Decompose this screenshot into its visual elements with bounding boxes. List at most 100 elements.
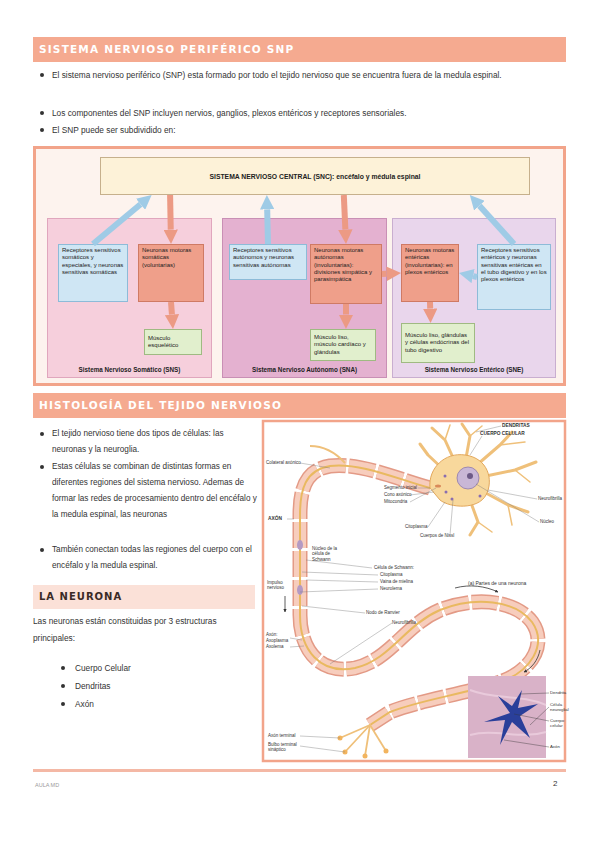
part-label: Mitocondria bbox=[384, 499, 424, 504]
dendrite bbox=[486, 462, 536, 476]
section-header: HISTOLOGÍA DEL TEJIDO NERVIOSO bbox=[33, 393, 566, 418]
leader-line bbox=[300, 746, 345, 752]
body-text: Las neuronas están constituidas por 3 es… bbox=[33, 613, 258, 647]
cns-box: SISTEMA NERVIOSO CENTRAL (SNC): encéfalo… bbox=[100, 157, 530, 195]
part-label: Bulbo terminal sináptico bbox=[268, 742, 302, 753]
node-text: HISTOLOGÍA DEL TEJIDO NERVIOSO bbox=[33, 393, 566, 418]
bullet-dot bbox=[61, 684, 65, 688]
effector-box: Músculo liso, glándulas y células endócr… bbox=[401, 323, 475, 363]
schwann-nucleus bbox=[297, 540, 303, 550]
dendrite bbox=[478, 432, 512, 464]
section-header: SISTEMA NERVIOSO PERIFÉRICO SNP bbox=[33, 37, 566, 62]
part-label: Axón terminal bbox=[268, 733, 318, 738]
bullet-dot bbox=[40, 128, 44, 132]
nucleolus bbox=[467, 473, 473, 479]
bullet-text: También conectan todas las regiones del … bbox=[52, 542, 257, 574]
dendrite bbox=[445, 425, 450, 440]
bullet-text: Estas células se combinan de distintas f… bbox=[52, 459, 257, 523]
leader-line bbox=[300, 736, 340, 738]
footer-rule bbox=[33, 769, 566, 772]
leader-line bbox=[300, 589, 378, 592]
cell-body bbox=[430, 455, 490, 507]
bullet-dot bbox=[61, 666, 65, 670]
terminal-group bbox=[340, 725, 386, 756]
part-label: Citoplasma bbox=[380, 572, 425, 577]
node-text: LA NEURONA bbox=[33, 585, 255, 609]
part-label: Cuerpos de Nissl bbox=[420, 533, 465, 538]
bullet-text: El SNP puede ser subdividido en: bbox=[52, 122, 557, 139]
leader-line bbox=[504, 740, 549, 747]
motor-box: Neuronas motoras autónomas (involuntaria… bbox=[310, 244, 382, 304]
division-panel: Sistema Nervioso Somático (SNS) Receptore… bbox=[47, 218, 212, 378]
part-label: AXÓN bbox=[268, 516, 293, 522]
part-label: Núcleo de la célula de Schwann bbox=[312, 546, 346, 562]
sensory-box: Receptores sensitivos somáticos y especi… bbox=[58, 244, 128, 302]
bullet-text: Los componentes del SNP incluyen nervios… bbox=[52, 105, 557, 122]
dendrite bbox=[478, 522, 492, 532]
part-label: Cuerpo celular bbox=[550, 718, 574, 728]
node-text: Receptores sensitivos entéricos y neuron… bbox=[481, 247, 547, 284]
figure-frame bbox=[263, 421, 565, 761]
schwann-nucleus bbox=[297, 585, 303, 595]
list-item: Axón bbox=[75, 696, 225, 713]
list-item: Dendritas bbox=[75, 678, 225, 695]
nissl-body bbox=[445, 491, 448, 494]
axon-terminal bbox=[370, 725, 386, 751]
effector-box: Músculo liso, músculo cardíaco y glándul… bbox=[310, 329, 376, 361]
micrograph-leaders bbox=[504, 693, 549, 747]
leader-line bbox=[290, 646, 304, 647]
part-label: Dendrita bbox=[550, 690, 574, 695]
leader-line bbox=[302, 572, 378, 575]
panel-title: Sistema Nervioso Autónomo (SNA) bbox=[223, 366, 386, 373]
motor-box: Neuronas motoras entéricas (involuntaria… bbox=[401, 244, 459, 302]
bullet-dot bbox=[40, 73, 44, 77]
panel-title: Sistema Nervioso Entérico (SNE) bbox=[393, 366, 555, 373]
leader-line bbox=[410, 488, 436, 502]
part-label: Axón: bbox=[266, 632, 292, 637]
axon-terminal bbox=[365, 725, 370, 756]
part-label: Núcleo bbox=[540, 519, 564, 524]
bullet-text: El sistema nervioso periférico (SNP) est… bbox=[52, 67, 557, 84]
division-panel: Sistema Nervioso Entérico (SNE) Neuronas … bbox=[392, 218, 556, 378]
node-text: Neuronas motoras autónomas (involuntaria… bbox=[314, 247, 378, 284]
bullet-dot bbox=[40, 432, 44, 436]
panel-title: Sistema Nervioso Somático (SNS) bbox=[48, 366, 211, 373]
bullet-dot bbox=[61, 702, 65, 706]
bullet-dot bbox=[40, 465, 44, 469]
part-label: Segmento inicial bbox=[384, 485, 424, 490]
division-panel: Sistema Nervioso Autónomo (SNA) Receptore… bbox=[222, 218, 387, 378]
mitochondrion bbox=[435, 485, 441, 488]
node-text: Receptores sensitivos somáticos y especi… bbox=[62, 247, 124, 276]
leader-line bbox=[410, 492, 434, 495]
part-label: Citoplasma bbox=[405, 524, 445, 529]
synaptic-bulb bbox=[384, 749, 389, 754]
part-label: Nodo de Ranvier bbox=[366, 610, 411, 615]
list-item: Cuerpo Celular bbox=[75, 660, 225, 677]
bullet-text: El tejido nervioso tiene dos tipos de cé… bbox=[52, 426, 257, 458]
nissl-body bbox=[479, 495, 482, 498]
node-text: Músculo liso, músculo cardíaco y glándul… bbox=[314, 334, 372, 356]
part-label: Célula neuroglial bbox=[550, 702, 574, 712]
leader-line bbox=[306, 580, 378, 582]
leader-line bbox=[520, 693, 549, 694]
leader-line bbox=[418, 488, 430, 489]
part-label: Célula de Schwann: bbox=[374, 565, 422, 570]
part-label: CUERPO CELULAR bbox=[480, 431, 540, 437]
part-label: Cono axónico bbox=[384, 492, 424, 497]
part-label: Axoplasma bbox=[266, 638, 292, 643]
node-text: SISTEMA NERVIOSO PERIFÉRICO SNP bbox=[33, 37, 566, 62]
axon-terminal bbox=[340, 725, 370, 738]
leader-line bbox=[530, 707, 549, 725]
subsection-header: LA NEURONA bbox=[33, 585, 255, 609]
impulse-arrow bbox=[285, 596, 286, 612]
node-text: Neuronas motoras somáticas (voluntarias) bbox=[142, 247, 200, 269]
part-label: Impulso nervioso bbox=[267, 580, 293, 591]
part-label: Neurofibrilla bbox=[538, 496, 565, 501]
node-text: Receptores sensitivos autónomos y neuron… bbox=[233, 247, 303, 269]
nucleus bbox=[457, 467, 479, 489]
diagram-frame bbox=[35, 148, 565, 385]
dendrite bbox=[500, 442, 525, 445]
leader-line bbox=[450, 500, 453, 535]
leader-line bbox=[302, 606, 365, 613]
leader-line bbox=[470, 436, 482, 455]
